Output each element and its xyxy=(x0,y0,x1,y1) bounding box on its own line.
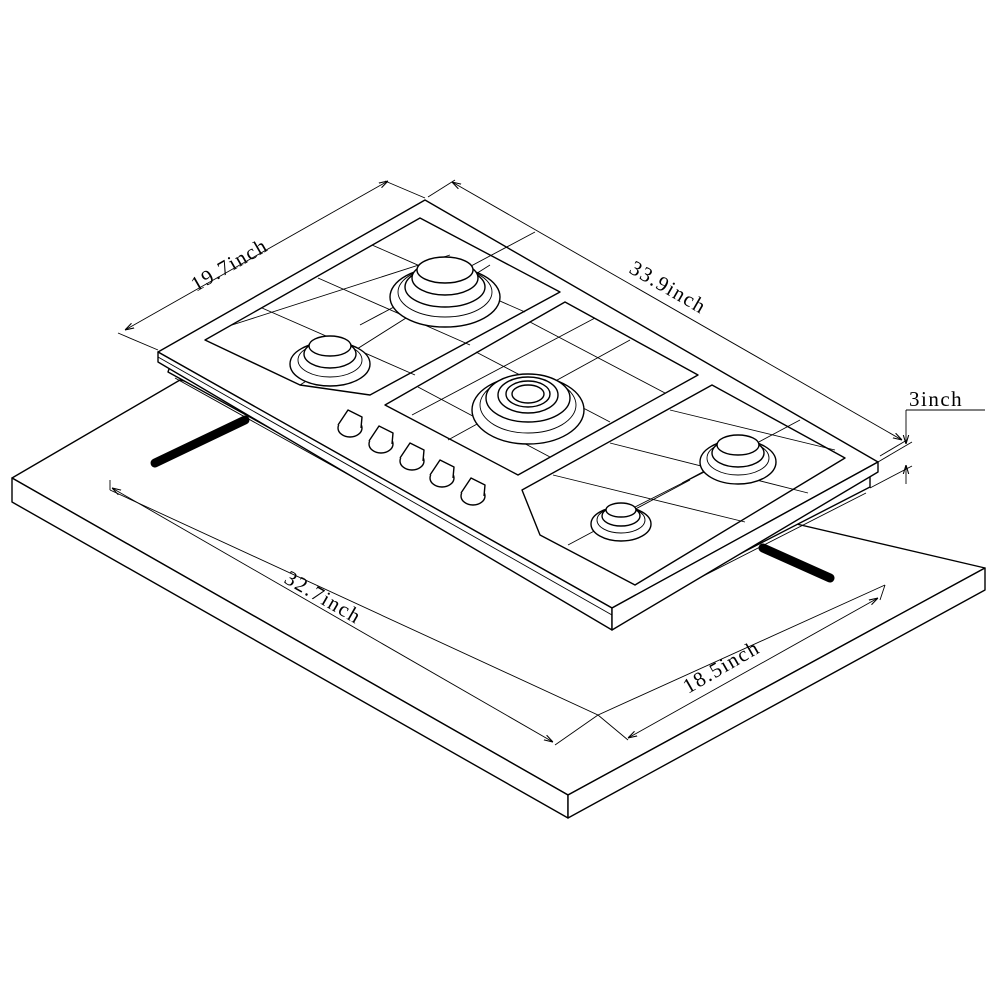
knob xyxy=(399,442,425,471)
knob xyxy=(429,459,455,488)
knob xyxy=(368,425,394,454)
burner-front-right xyxy=(590,502,652,542)
cutout-gap-left xyxy=(150,415,250,468)
cutout-gap-right xyxy=(758,543,835,583)
dimension-depth-label: 19.7inch xyxy=(187,233,273,296)
dimension-width-label: 33.9inch xyxy=(626,256,712,319)
knob xyxy=(337,409,363,438)
burner-front-left xyxy=(289,335,371,387)
dimension-height-label: 3inch xyxy=(909,387,963,411)
glass-side-edge xyxy=(611,461,879,631)
grate-right-bar xyxy=(552,474,746,523)
dimension-height: 3inch xyxy=(869,387,985,489)
